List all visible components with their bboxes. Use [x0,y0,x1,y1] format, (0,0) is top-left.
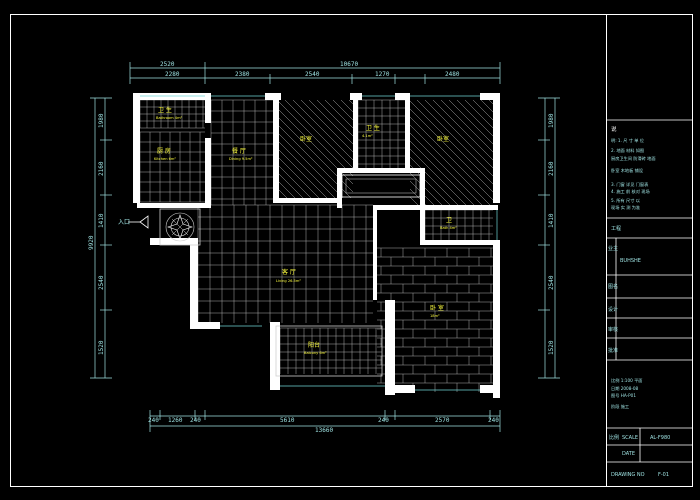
room-sub-balcony: Balcony 6m² [304,351,327,355]
room-label-bathroom-small: 卫 [446,217,452,224]
designer-label: 设计 [608,306,618,313]
top-dim-outer-2: 10670 [340,61,358,68]
remark-line-1: 比例 1:100 平面 [611,377,642,384]
right-dimension-chain: 1980 2160 1410 2540 1520 [538,97,560,379]
client-label: 业主 [608,245,618,252]
client-value: BUHSHE [620,258,641,264]
room-label-bedroom-2: 卧室 [300,135,312,143]
project-label: 工程 [611,225,621,232]
bottom-dim-3: 240 [190,417,201,424]
room-sub-master-bedroom: 18m² [430,314,440,318]
left-dim-4: 2540 [98,275,105,290]
room-labels: 卫 生 Bathroom 4m² 厨 房 Kitchen 6m² 餐 厅 Din… [154,106,457,355]
floor-medallion [159,208,201,246]
bottom-dim-2: 1260 [168,417,183,424]
room-sub-bathroom-top: Bathroom 4m² [156,116,183,120]
entrance-marker: 入口 [118,215,149,229]
room-label-living: 客 厅 [282,268,296,276]
right-dim-5: 1520 [548,340,555,355]
top-dim-outer-1: 2520 [160,61,175,68]
room-label-balcony: 阳台 [308,341,320,349]
room-sub-kitchen: Kitchen 6m² [154,157,176,161]
drawing-no-label: DRAWING NO [611,472,645,478]
entrance-label: 入口 [118,219,130,226]
room-label-bedroom-3: 卧室 [437,135,449,143]
reviewer-label: 审核 [608,326,618,333]
right-dim-4: 2540 [548,275,555,290]
room-sub-living: Living 26.5m² [276,279,301,283]
note-line-1: 明: 1. 尺 寸 单 位 [611,137,644,144]
scale-ratio: AL-F980 [650,435,670,441]
bottom-dim-4: 5610 [280,417,295,424]
title-block-border [606,14,693,487]
note-line-2: 2. 地面 材料 如图 [611,147,644,154]
top-dim-inner-2: 2380 [235,71,250,78]
bottom-dim-7: 240 [488,417,499,424]
left-dim-5: 1520 [98,340,105,355]
counter-block [341,174,421,198]
left-dim-3: 1410 [98,213,105,228]
note-line-8: 现场 实 测 为准 [611,204,640,211]
notes-header: 说 [611,125,617,133]
room-label-dining: 餐 厅 [232,147,246,155]
windows [140,95,498,391]
note-line-5: 3. 门窗 详见 门窗表 [611,181,649,188]
remark-line-4: 阶段 施工 [611,403,629,410]
room-sub-dining: Dining 9.5m² [229,157,253,161]
title-block: 说 明: 1. 尺 寸 单 位 2. 地面 材料 如图 厨房卫生间 防滑砖 地面… [606,119,692,478]
right-dim-1: 1980 [548,113,555,128]
walls [133,93,500,398]
top-dim-inner-3: 2540 [305,71,320,78]
room-label-bathroom-mid: 卫 生 [366,124,380,132]
room-sub-bathroom-small: Bath 4m² [440,226,457,230]
remark-line-3: 图号 HA-P01 [611,393,636,399]
note-line-3: 厨房卫生间 防滑砖 地面 [611,155,656,162]
scale-value: SCALE [622,435,638,441]
bottom-dim-5: 240 [378,417,389,424]
right-dim-2: 2160 [548,161,555,176]
bottom-dim-6: 2570 [435,417,450,424]
bottom-dimension-chain: 240 1260 240 5610 240 2570 240 13660 [148,410,501,434]
note-line-4: 卧室 木地板 铺设 [611,167,644,174]
room-sub-bathroom-mid: 4.1m² [362,134,373,138]
drawing-name-label: 图名 [608,283,618,290]
bottom-dim-total: 13660 [315,427,333,434]
top-dim-inner-4: 1270 [375,71,390,78]
room-label-bathroom-top: 卫 生 [158,106,172,114]
approve-label: 批准 [608,347,618,354]
room-label-master-bedroom: 卧 室 [430,304,444,312]
top-dimension-chain: 2520 10670 2280 2380 2540 1270 2480 [129,61,501,84]
top-dim-inner-5: 2480 [445,71,460,78]
drawing-no-value: F-01 [658,472,669,478]
left-dim-1: 1980 [98,113,105,128]
room-label-kitchen: 厨 房 [157,147,171,155]
note-line-6: 4. 施工 前 核对 现场 [611,188,650,195]
left-dimension-chain: 1980 2160 1410 2540 1520 9920 [88,97,112,379]
top-dim-inner-1: 2280 [165,71,180,78]
bottom-dim-1: 240 [148,417,159,424]
left-dim-2: 2160 [98,161,105,176]
right-dim-3: 1410 [548,213,555,228]
note-line-7: 5. 所有 尺寸 以 [611,197,641,204]
date-label: DATE [622,451,635,457]
left-dim-total: 9920 [88,235,95,250]
remark-line-2: 日期 2008-08 [611,386,639,392]
scale-label: 比例 [609,434,619,441]
balcony-rail [275,325,383,377]
